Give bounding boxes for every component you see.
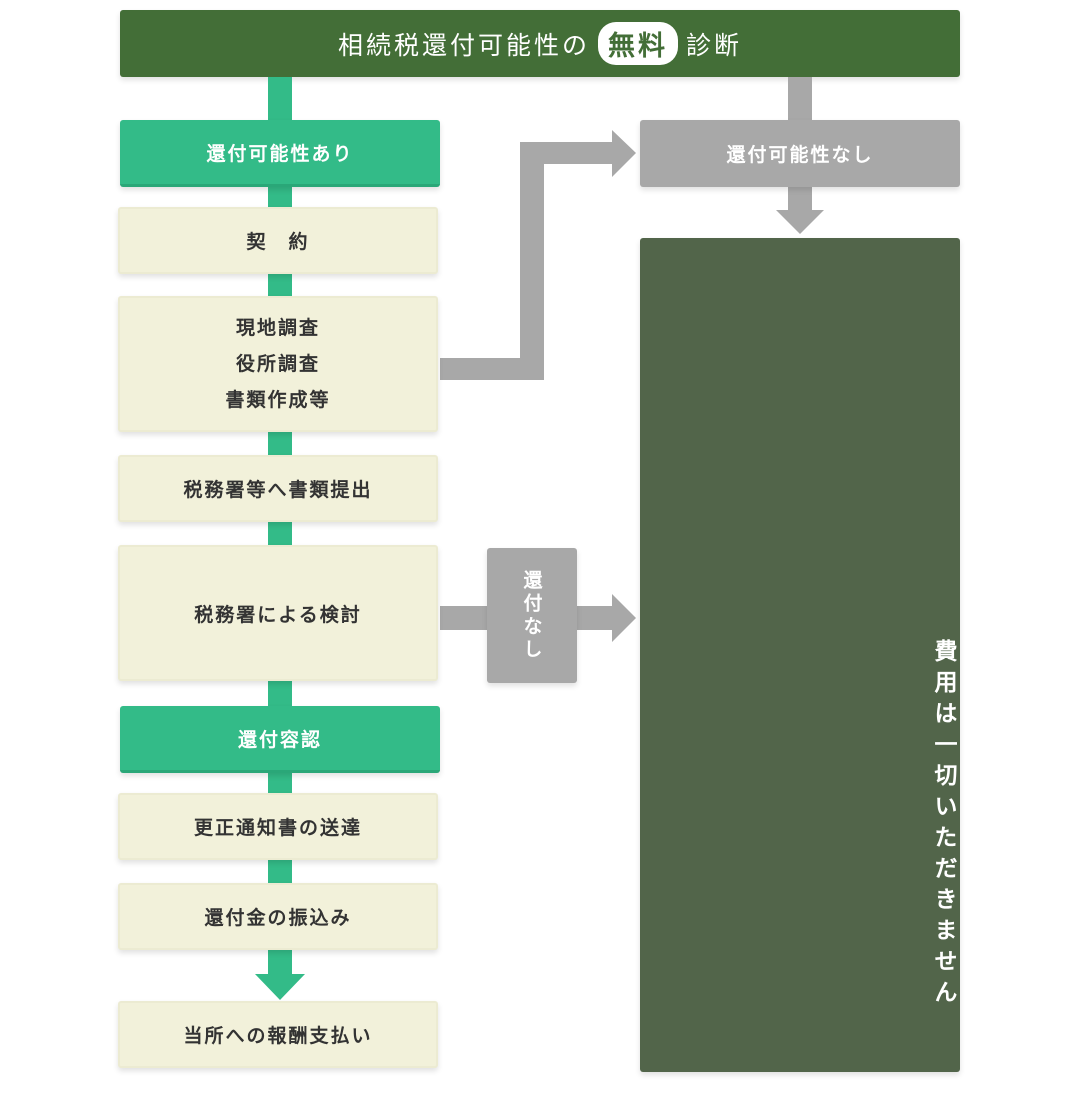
- no-fee-box: 費用は一切いただきません: [640, 238, 960, 1072]
- step-refund-possible: 還付可能性あり: [120, 120, 440, 187]
- step-label: 還付容認: [237, 728, 322, 751]
- step-label: 書類作成等: [225, 389, 331, 411]
- step-submit-documents: 税務署等へ書類提出: [118, 455, 438, 522]
- connector: [268, 681, 292, 706]
- step-label: 還付なし: [520, 569, 543, 662]
- step-label: 還付可能性あり: [206, 142, 354, 165]
- connector: [268, 522, 292, 545]
- step-label: 契 約: [246, 231, 310, 253]
- no-refund-box: 還付なし: [487, 548, 577, 683]
- connector: [268, 187, 292, 207]
- connector-gray: [788, 77, 812, 120]
- connector: [268, 432, 292, 455]
- arrow-down-green-icon: [255, 950, 305, 1000]
- header-title-after: 診断: [686, 30, 743, 60]
- step-label: 税務署等へ書類提出: [183, 479, 373, 501]
- step-correction-notice: 更正通知書の送達: [118, 793, 438, 860]
- connector: [268, 274, 292, 296]
- header-free-badge: 無料: [598, 22, 678, 65]
- step-label: 還付金の振込み: [204, 907, 352, 929]
- step-contract: 契 約: [118, 207, 438, 274]
- step-investigation: 現地調査 役所調査 書類作成等: [118, 296, 438, 432]
- connector: [268, 77, 292, 120]
- connector: [268, 773, 292, 793]
- header-banner: 相続税還付可能性の 無料 診断: [120, 10, 960, 77]
- arrow-down-gray-icon: [776, 187, 824, 234]
- step-label: 現地調査: [235, 317, 320, 339]
- elbow-arrow-icon: [440, 130, 636, 380]
- step-label: 税務署による検討: [194, 603, 362, 626]
- step-label: 還付可能性なし: [726, 144, 874, 166]
- step-label: 更正通知書の送達: [193, 817, 362, 839]
- step-refund-transfer: 還付金の振込み: [118, 883, 438, 950]
- step-fee-payment: 当所への報酬支払い: [118, 1001, 438, 1068]
- connector: [268, 860, 292, 883]
- step-tax-office-review: 税務署による検討: [118, 545, 438, 681]
- step-label: 当所への報酬支払い: [183, 1025, 373, 1047]
- no-refund-possibility: 還付可能性なし: [640, 120, 960, 187]
- step-label: 役所調査: [235, 353, 320, 375]
- header-title-before: 相続税還付可能性の: [337, 30, 590, 60]
- no-fee-label: 費用は一切いただきません: [930, 639, 956, 1011]
- step-refund-approved: 還付容認: [120, 706, 440, 773]
